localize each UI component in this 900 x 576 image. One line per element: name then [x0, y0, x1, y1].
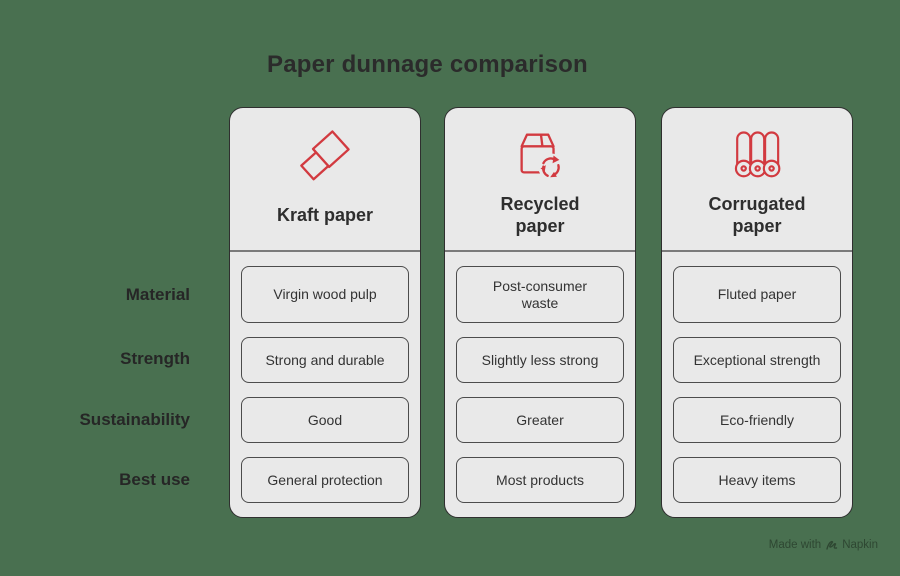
watermark-brand: Napkin: [842, 539, 878, 551]
watermark-prefix: Made with: [768, 539, 822, 551]
column-title: Corrugated paper: [708, 194, 806, 236]
paper-sheets-icon: [296, 123, 354, 187]
table-cell-corrugated-material: Fluted paper: [673, 266, 841, 323]
column-title: Recycled paper: [500, 194, 580, 236]
table-cell-kraft-strength: Strong and durable: [241, 337, 409, 383]
table-cell-recycled-best-use: Most products: [456, 457, 624, 503]
table-cell-recycled-strength: Slightly less strong: [456, 337, 624, 383]
card-body: Virgin wood pulp Strong and durable Good…: [230, 252, 420, 503]
recycled-box-icon: [511, 123, 569, 187]
column-card-corrugated-paper: Corrugated paper Fluted paper Exceptiona…: [661, 107, 853, 518]
table-cell-corrugated-best-use: Heavy items: [673, 457, 841, 503]
row-label-strength: Strength: [120, 349, 190, 368]
column-card-recycled-paper: Recycled paper Post-consumer waste Sligh…: [444, 107, 636, 518]
napkin-scribble-icon: [825, 539, 838, 551]
table-cell-kraft-material: Virgin wood pulp: [241, 266, 409, 323]
row-label-material: Material: [125, 285, 190, 304]
card-header: Corrugated paper: [662, 108, 852, 252]
card-header: Recycled paper: [445, 108, 635, 252]
page-title: Paper dunnage comparison: [267, 51, 588, 78]
row-label-best-use: Best use: [119, 470, 190, 489]
row-label-sustainability: Sustainability: [79, 410, 190, 429]
table-cell-recycled-sustainability: Greater: [456, 397, 624, 443]
table-cell-kraft-best-use: General protection: [241, 457, 409, 503]
table-cell-kraft-sustainability: Good: [241, 397, 409, 443]
paper-rolls-icon: [730, 123, 784, 187]
column-title: Kraft paper: [276, 205, 374, 225]
card-body: Fluted paper Exceptional strength Eco-fr…: [662, 252, 852, 503]
card-body: Post-consumer waste Slightly less strong…: [445, 252, 635, 503]
card-header: Kraft paper: [230, 108, 420, 252]
table-cell-corrugated-sustainability: Eco-friendly: [673, 397, 841, 443]
column-card-kraft-paper: Kraft paper Virgin wood pulp Strong and …: [229, 107, 421, 518]
table-cell-corrugated-strength: Exceptional strength: [673, 337, 841, 383]
table-cell-recycled-material: Post-consumer waste: [456, 266, 624, 323]
made-with-napkin-watermark: Made with Napkin: [769, 539, 878, 551]
